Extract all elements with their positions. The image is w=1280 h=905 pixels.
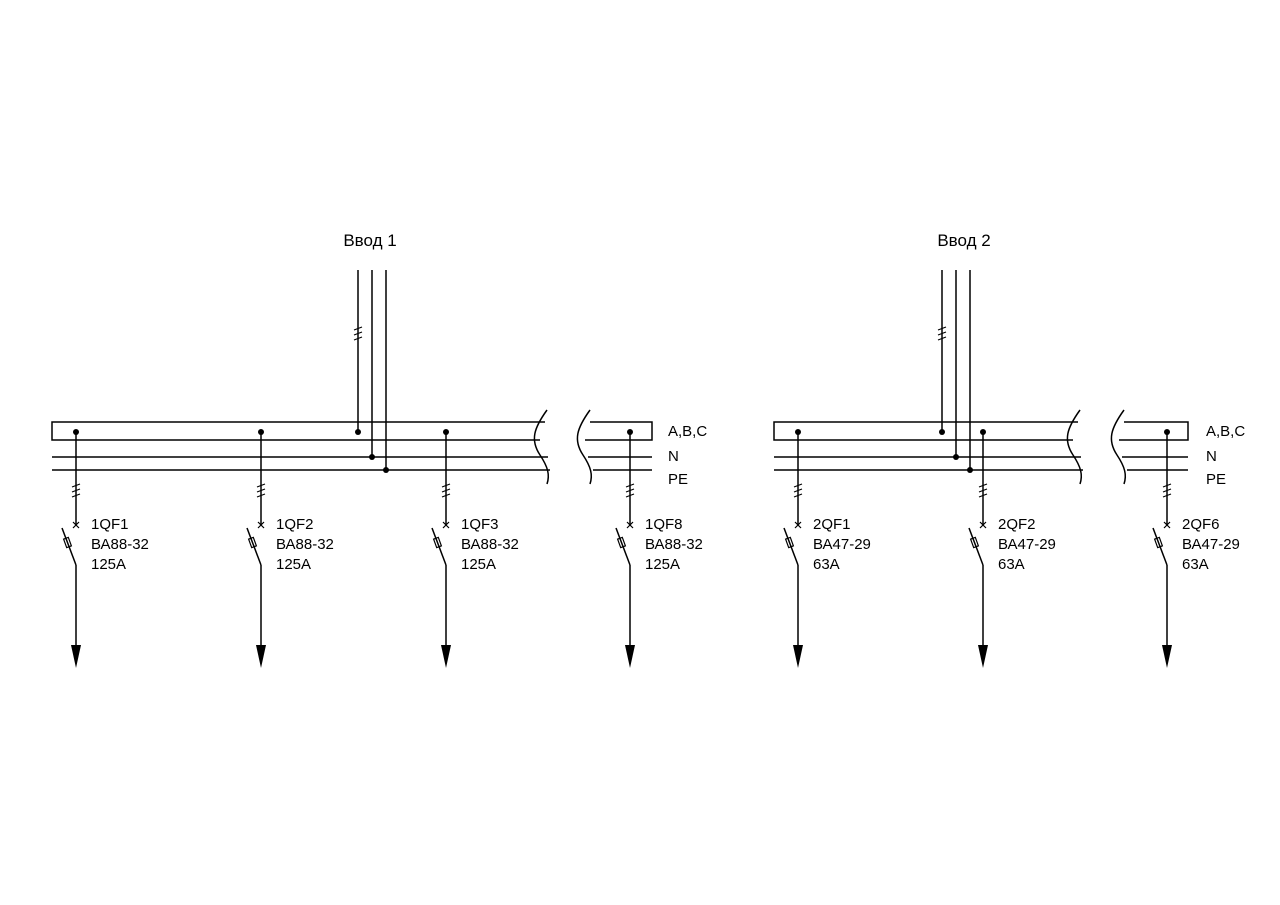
breaker-rating: 63А xyxy=(813,556,840,573)
breaker-rating: 125А xyxy=(461,556,496,573)
section-2-bus-label-phases: A,B,C xyxy=(1206,423,1245,440)
breaker-rating: 125А xyxy=(645,556,680,573)
breaker-contact-mark xyxy=(979,521,987,529)
breaker-model: ВА88-32 xyxy=(645,536,703,553)
breaker-contact-mark xyxy=(72,521,80,529)
section-2-bus-label-neutral: N xyxy=(1206,448,1217,465)
outgoing-arrow-icon xyxy=(441,645,451,668)
breaker-rating: 125А xyxy=(276,556,311,573)
section-1-incoming-tick-mark xyxy=(353,326,363,341)
outgoing-arrow-icon xyxy=(625,645,635,668)
breaker-id: 2QF6 xyxy=(1182,516,1220,533)
outgoing-arrow-icon xyxy=(793,645,803,668)
breaker-model: ВА47-29 xyxy=(813,536,871,553)
breaker-contact-mark xyxy=(257,521,265,529)
thermal-release-mark xyxy=(616,536,627,549)
three-phase-tick-mark xyxy=(256,483,266,498)
breaker-id: 1QF8 xyxy=(645,516,683,533)
breaker-id: 1QF3 xyxy=(461,516,499,533)
three-phase-tick-mark xyxy=(625,483,635,498)
three-phase-tick-mark xyxy=(71,483,81,498)
breaker-rating: 125А xyxy=(91,556,126,573)
section-2-busbar xyxy=(773,409,1189,485)
section-2-bus-label-protective-earth: PE xyxy=(1206,471,1226,488)
three-phase-tick-mark xyxy=(441,483,451,498)
three-phase-tick-mark xyxy=(793,483,803,498)
breaker-contact-mark xyxy=(1163,521,1171,529)
thermal-release-mark xyxy=(969,536,980,549)
breaker-id: 1QF2 xyxy=(276,516,314,533)
section-1-bus-label-phases: A,B,C xyxy=(668,423,707,440)
section-1-busbar xyxy=(51,409,653,485)
breaker-model: ВА47-29 xyxy=(998,536,1056,553)
three-phase-tick-mark xyxy=(978,483,988,498)
breaker-contact-mark xyxy=(442,521,450,529)
section-1-bus-label-protective-earth: PE xyxy=(668,471,688,488)
breaker-contact-mark xyxy=(626,521,634,529)
section-1-breakers: 1QF1ВА88-32125А1QF2ВА88-32125А1QF3ВА88-3… xyxy=(61,429,703,668)
section-1-title: Ввод 1 xyxy=(343,231,396,250)
breaker-contact-mark xyxy=(794,521,802,529)
outgoing-arrow-icon xyxy=(71,645,81,668)
section-2-incoming-feeder xyxy=(937,270,973,473)
breaker-model: ВА88-32 xyxy=(276,536,334,553)
section-1-bus-label-neutral: N xyxy=(668,448,679,465)
breaker-id: 1QF1 xyxy=(91,516,129,533)
breaker-model: ВА88-32 xyxy=(91,536,149,553)
breaker-model: ВА47-29 xyxy=(1182,536,1240,553)
thermal-release-mark xyxy=(247,536,258,549)
outgoing-arrow-icon xyxy=(978,645,988,668)
three-phase-tick-mark xyxy=(1162,483,1172,498)
section-1-incoming-feeder xyxy=(353,270,389,473)
thermal-release-mark xyxy=(62,536,73,549)
breaker-id: 2QF1 xyxy=(813,516,851,533)
breaker-rating: 63А xyxy=(998,556,1025,573)
outgoing-arrow-icon xyxy=(1162,645,1172,668)
thermal-release-mark xyxy=(432,536,443,549)
section-2-title: Ввод 2 xyxy=(937,231,990,250)
thermal-release-mark xyxy=(784,536,795,549)
section-2-incoming-tick-mark xyxy=(937,326,947,341)
section-1: Ввод 1 A,B,C N xyxy=(51,231,707,668)
breaker-id: 2QF2 xyxy=(998,516,1036,533)
breaker-model: ВА88-32 xyxy=(461,536,519,553)
outgoing-arrow-icon xyxy=(256,645,266,668)
section-2: Ввод 2 A,B,C N PE 2QF1 xyxy=(773,231,1245,668)
thermal-release-mark xyxy=(1153,536,1164,549)
breaker-rating: 63А xyxy=(1182,556,1209,573)
